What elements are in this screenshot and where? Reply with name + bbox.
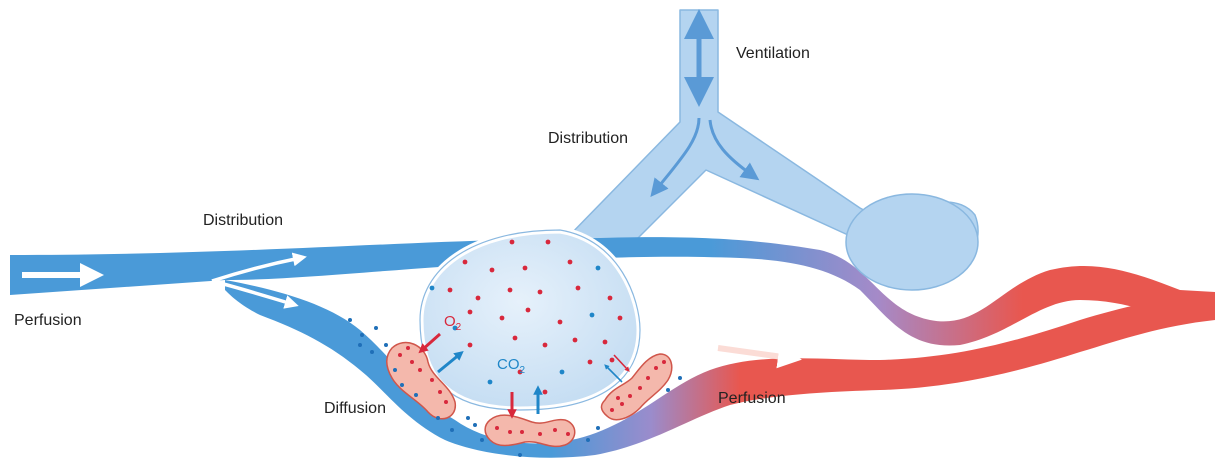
co2-label: CO2 bbox=[497, 357, 525, 376]
o2-label-sub: 2 bbox=[456, 322, 462, 333]
co2-label-base: CO bbox=[497, 356, 520, 373]
o2-label: O2 bbox=[444, 314, 461, 333]
co2-label-sub: 2 bbox=[520, 365, 526, 376]
o2-label-base: O bbox=[444, 313, 456, 330]
red-blood-cell bbox=[485, 415, 575, 446]
perfusion-out-label: Perfusion bbox=[718, 391, 786, 407]
airway-distribution-label: Distribution bbox=[548, 131, 628, 147]
lower-capillary bbox=[225, 280, 1215, 458]
diffusion-label: Diffusion bbox=[324, 401, 386, 417]
blood-distribution-label: Distribution bbox=[203, 213, 283, 229]
ventilation-label: Ventilation bbox=[736, 46, 810, 62]
flow-arrow-icon bbox=[718, 348, 790, 358]
perfusion-in-label: Perfusion bbox=[14, 313, 82, 329]
terminal-alveolus bbox=[846, 194, 978, 290]
